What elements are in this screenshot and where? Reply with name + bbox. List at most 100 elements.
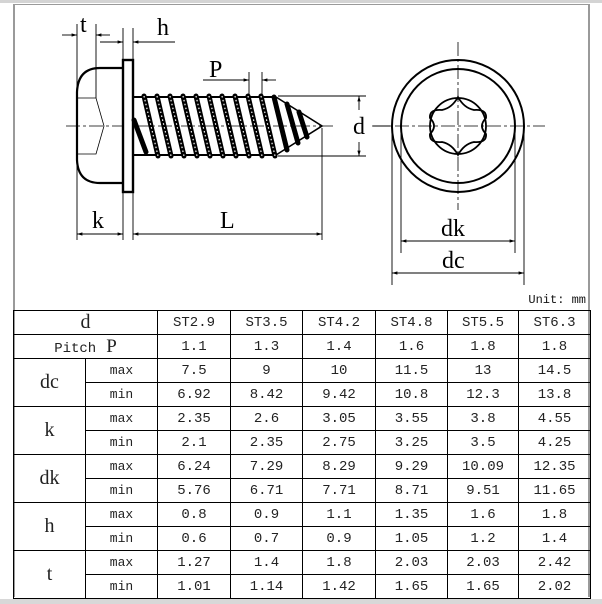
table-cell: 7.29 bbox=[230, 454, 303, 479]
table-cell: 2.75 bbox=[302, 430, 376, 455]
dimension-k bbox=[76, 160, 124, 240]
table-cell: 12.35 bbox=[518, 454, 591, 479]
min-label: min bbox=[85, 478, 158, 503]
dimension-dk bbox=[400, 126, 516, 253]
thread-hatching bbox=[131, 93, 310, 159]
drawing-frame bbox=[13, 4, 590, 597]
table-cell: 9.42 bbox=[302, 382, 376, 407]
table-cell: 4.55 bbox=[518, 406, 591, 431]
table-cell: 1.27 bbox=[157, 550, 231, 575]
header-col: ST4.8 bbox=[375, 310, 448, 335]
table-cell: 6.92 bbox=[157, 382, 231, 407]
table-cell: 6.24 bbox=[157, 454, 231, 479]
table-cell: 2.03 bbox=[375, 550, 448, 575]
table-cell: 4.25 bbox=[518, 430, 591, 455]
torx-recess-icon bbox=[429, 95, 487, 157]
table-cell: 3.8 bbox=[447, 406, 519, 431]
label-l: L bbox=[220, 208, 235, 234]
table-cell: 8.71 bbox=[375, 478, 448, 503]
table-row-k-max: k max 2.35 2.6 3.05 3.55 3.8 4.55 bbox=[13, 406, 591, 455]
param-label-k: k bbox=[13, 406, 86, 455]
table-cell: 14.5 bbox=[518, 358, 591, 383]
header-col: ST4.2 bbox=[302, 310, 376, 335]
table-cell: 1.3 bbox=[230, 334, 303, 359]
dimension-dc bbox=[391, 126, 525, 285]
table-cell: 9.51 bbox=[447, 478, 519, 503]
header-col: ST3.5 bbox=[230, 310, 303, 335]
max-label: max bbox=[85, 406, 158, 431]
table-cell: 1.6 bbox=[375, 334, 448, 359]
table-cell: 1.65 bbox=[375, 574, 448, 599]
min-label: min bbox=[85, 526, 158, 551]
header-col: ST6.3 bbox=[518, 310, 591, 335]
table-cell: 1.8 bbox=[518, 502, 591, 527]
screw-technical-drawing: t h P d k L bbox=[62, 12, 545, 285]
table-cell: 3.5 bbox=[447, 430, 519, 455]
table-cell: 10.09 bbox=[447, 454, 519, 479]
param-label-h: h bbox=[13, 502, 86, 551]
max-label: max bbox=[85, 502, 158, 527]
max-label: max bbox=[85, 454, 158, 479]
param-label-t: t bbox=[13, 550, 86, 599]
table-cell: 3.55 bbox=[375, 406, 448, 431]
table-cell: 2.6 bbox=[230, 406, 303, 431]
top-view bbox=[372, 42, 545, 210]
table-row-dk-min: min 5.76 6.71 7.71 8.71 9.51 11.65 bbox=[14, 478, 591, 503]
table-cell: 1.42 bbox=[302, 574, 376, 599]
param-label-dc: dc bbox=[13, 358, 86, 407]
table-row-dk-max: dk max 6.24 7.29 8.29 9.29 10.09 12.35 bbox=[13, 454, 591, 503]
table-row-t-max: t max 1.27 1.4 1.8 2.03 2.03 2.42 bbox=[13, 550, 591, 599]
table-cell: 7.5 bbox=[157, 358, 231, 383]
label-d: d bbox=[353, 114, 365, 140]
table-cell: 1.6 bbox=[447, 502, 519, 527]
table-row-h-max: h max 0.8 0.9 1.1 1.35 1.6 1.8 bbox=[13, 502, 591, 551]
table-cell: 11.65 bbox=[518, 478, 591, 503]
table-cell: 1.1 bbox=[157, 334, 231, 359]
header-d: d bbox=[13, 310, 158, 335]
table-cell: 2.03 bbox=[447, 550, 519, 575]
table-cell: 2.35 bbox=[157, 406, 231, 431]
bottom-border bbox=[0, 599, 602, 604]
table-cell: 5.76 bbox=[157, 478, 231, 503]
table-cell: 11.5 bbox=[375, 358, 448, 383]
table-cell: 1.65 bbox=[447, 574, 519, 599]
dimension-pitch bbox=[203, 72, 276, 96]
table-cell: 2.02 bbox=[518, 574, 591, 599]
table-header-row: d ST2.9 ST3.5 ST4.2 ST4.8 ST5.5 ST6.3 bbox=[13, 310, 591, 335]
table-cell: 1.4 bbox=[230, 550, 303, 575]
table-cell: 1.05 bbox=[375, 526, 448, 551]
table-row-k-min: min 2.1 2.35 2.75 3.25 3.5 4.25 bbox=[14, 430, 591, 455]
min-label: min bbox=[85, 574, 158, 599]
table-cell: 0.8 bbox=[157, 502, 231, 527]
table-row-h-min: min 0.6 0.7 0.9 1.05 1.2 1.4 bbox=[14, 526, 591, 551]
table-cell: 1.14 bbox=[230, 574, 303, 599]
param-label-dk: dk bbox=[13, 454, 86, 503]
dimension-l bbox=[132, 128, 323, 240]
table-cell: 9 bbox=[230, 358, 303, 383]
table-cell: 1.8 bbox=[518, 334, 591, 359]
header-col: ST5.5 bbox=[447, 310, 519, 335]
table-cell: 13.8 bbox=[518, 382, 591, 407]
table-cell: 10.8 bbox=[375, 382, 448, 407]
label-t: t bbox=[80, 12, 87, 38]
table-cell: 1.8 bbox=[447, 334, 519, 359]
label-k: k bbox=[92, 208, 104, 234]
min-label: min bbox=[85, 382, 158, 407]
table-cell: 12.3 bbox=[447, 382, 519, 407]
table-cell: 10 bbox=[302, 358, 376, 383]
table-cell: 1.4 bbox=[302, 334, 376, 359]
table-row-dc-min: min 6.92 8.42 9.42 10.8 12.3 13.8 bbox=[14, 382, 591, 407]
side-view bbox=[66, 58, 335, 194]
table-cell: 1.4 bbox=[518, 526, 591, 551]
table-cell: 0.6 bbox=[157, 526, 231, 551]
table-row-dc-max: dc max 7.5 9 10 11.5 13 14.5 bbox=[13, 358, 591, 407]
label-dc: dc bbox=[442, 248, 465, 274]
table-cell: 7.71 bbox=[302, 478, 376, 503]
label-p: P bbox=[209, 57, 222, 83]
table-cell: 2.42 bbox=[518, 550, 591, 575]
table-cell: 6.71 bbox=[230, 478, 303, 503]
label-h: h bbox=[157, 15, 169, 41]
header-col: ST2.9 bbox=[157, 310, 231, 335]
